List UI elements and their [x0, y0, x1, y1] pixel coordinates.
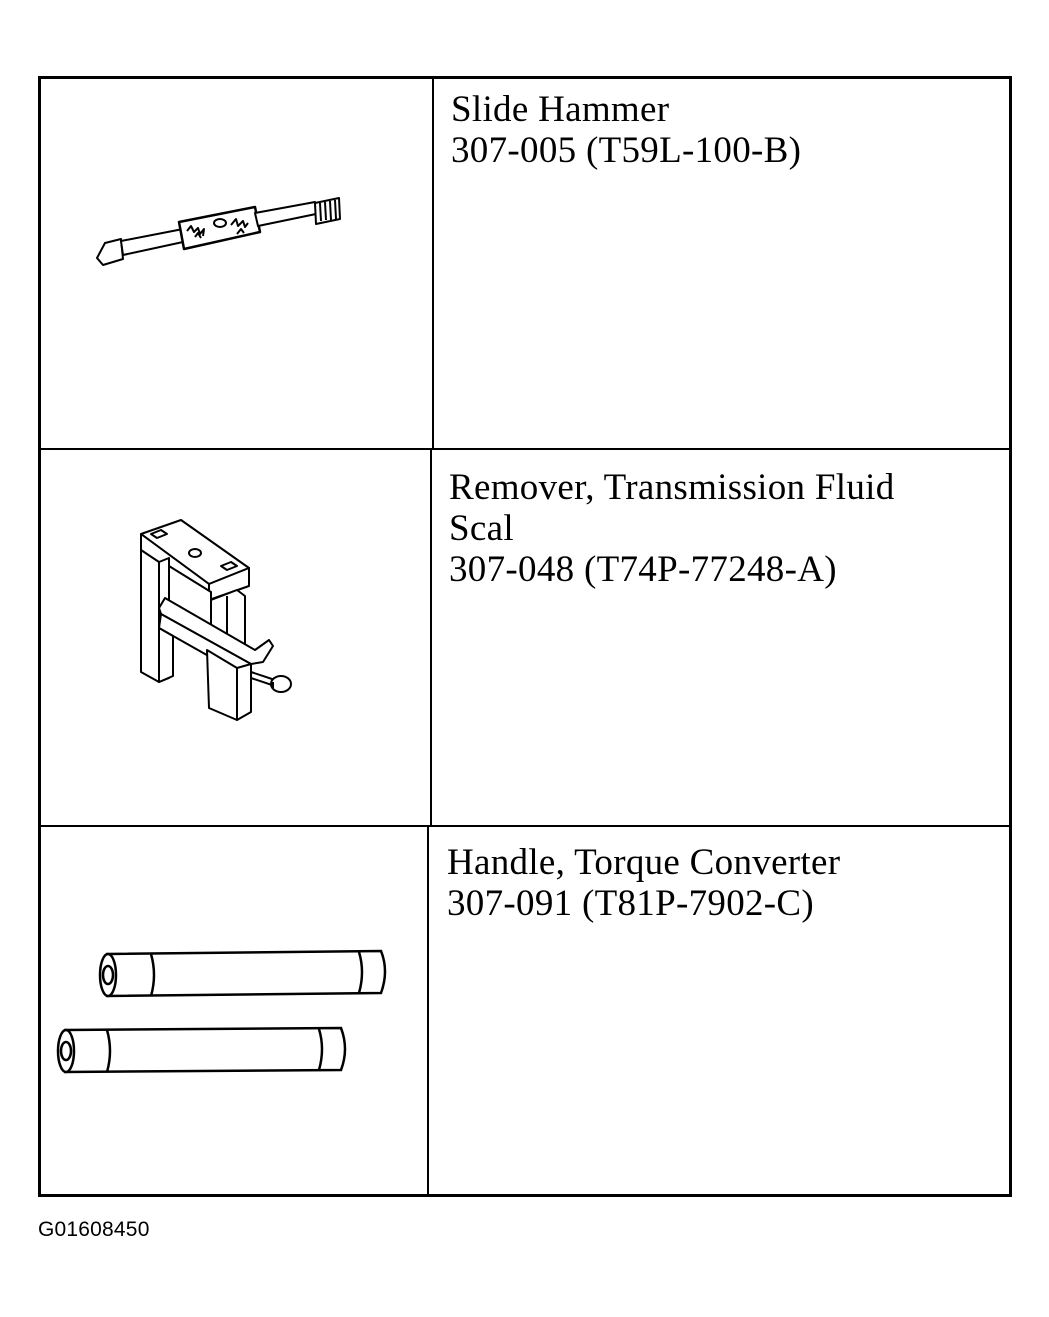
tool-part-number: 307-091 (T81P-7902-C): [447, 883, 815, 924]
tool-image-cell: [41, 79, 434, 448]
tool-name-continued: Scal: [449, 508, 514, 549]
tool-image-cell: [41, 450, 432, 825]
torque-converter-handles-illustration: [56, 949, 387, 1074]
special-tools-table: Slide Hammer 307-005 (T59L-100-B): [38, 76, 1012, 1197]
tool-description: Slide Hammer 307-005 (T59L-100-B): [451, 79, 1009, 448]
tool-description: Remover, Transmission Fluid Scal 307-048…: [449, 450, 1009, 825]
tool-part-number: 307-048 (T74P-77248-A): [449, 549, 837, 590]
tool-name: Handle, Torque Converter: [447, 842, 841, 883]
tool-part-number: 307-005 (T59L-100-B): [451, 130, 802, 171]
tool-description: Handle, Torque Converter 307-091 (T81P-7…: [447, 827, 1009, 1197]
table-row: Handle, Torque Converter 307-091 (T81P-7…: [41, 827, 1009, 1197]
table-row: Slide Hammer 307-005 (T59L-100-B): [41, 79, 1009, 450]
table-row: Remover, Transmission Fluid Scal 307-048…: [41, 450, 1009, 827]
slide-hammer-illustration: [96, 197, 341, 266]
fluid-seal-remover-illustration: [140, 519, 292, 721]
figure-id: G01608450: [38, 1218, 150, 1241]
tool-image-cell: [41, 827, 429, 1197]
tool-name: Remover, Transmission Fluid: [449, 467, 895, 508]
tool-name: Slide Hammer: [451, 89, 670, 130]
